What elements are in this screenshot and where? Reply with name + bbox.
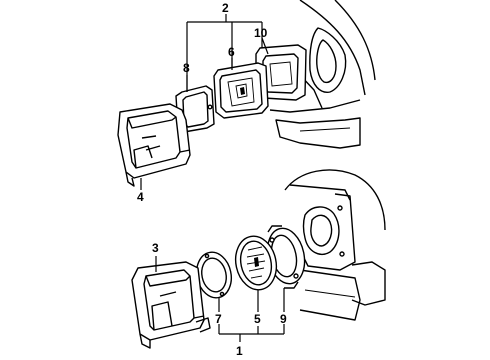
callout-8: 8 bbox=[183, 61, 190, 75]
vehicle-body-lower bbox=[284, 169, 386, 321]
leader-lines bbox=[140, 14, 285, 342]
vehicle-body-upper bbox=[269, 0, 376, 149]
round-headlamp bbox=[234, 235, 278, 291]
callout-3: 3 bbox=[152, 241, 159, 255]
callout-1: 1 bbox=[236, 344, 243, 358]
headlamp-door-bezel bbox=[117, 103, 191, 187]
callout-7: 7 bbox=[215, 312, 222, 326]
headlamp-mounting-bucket bbox=[255, 44, 307, 101]
callout-4: 4 bbox=[137, 190, 144, 204]
round-headlamp-door bbox=[131, 261, 211, 349]
rectangular-headlamp bbox=[213, 62, 269, 119]
callout-5: 5 bbox=[254, 312, 261, 326]
callout-10: 10 bbox=[254, 26, 268, 40]
callout-2: 2 bbox=[222, 1, 229, 15]
callout-6: 6 bbox=[228, 45, 235, 59]
callout-9: 9 bbox=[280, 312, 287, 326]
round-retaining-ring bbox=[195, 251, 233, 299]
